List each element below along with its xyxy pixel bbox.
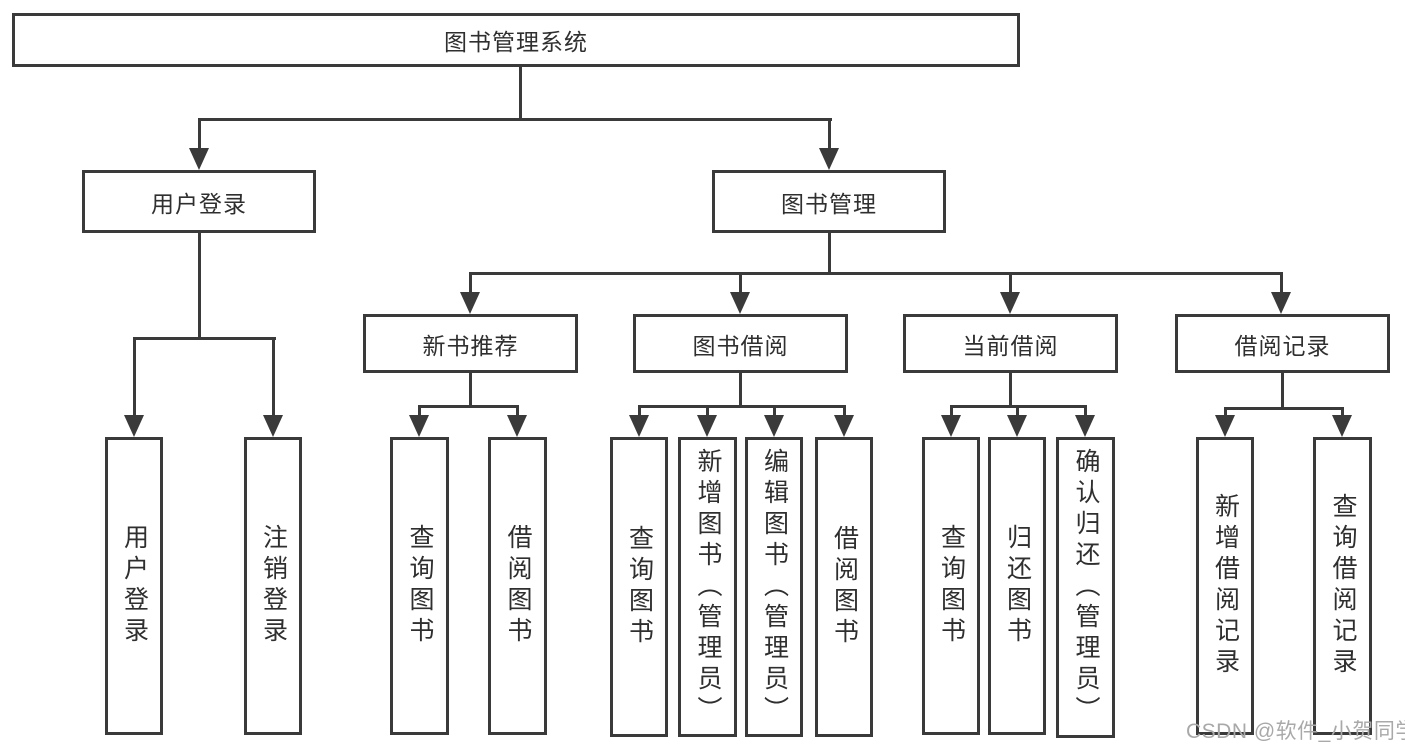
node-book-borrow-label: 图书借阅 <box>692 332 789 359</box>
arrow-down-icon <box>124 415 144 437</box>
connector-bookborrow-stub-4 <box>843 405 846 417</box>
connector-bookmgmt-vline <box>828 233 831 272</box>
arrow-down-icon <box>1271 292 1291 314</box>
connector-userlogin-stub-1 <box>133 337 136 418</box>
node-book-management-label: 图书管理 <box>781 190 877 217</box>
arrow-down-icon <box>834 415 854 437</box>
arrow-down-icon <box>1215 415 1235 437</box>
arrow-down-icon <box>764 415 784 437</box>
leaf-label: 查询图书 <box>406 524 434 648</box>
node-leaf-logout: 注销登录 <box>244 437 302 735</box>
leaf-label: 编辑图书（管理员） <box>760 447 789 727</box>
node-root-label: 图书管理系统 <box>444 29 588 55</box>
connector-bookborrow-vline <box>739 373 742 405</box>
connector-bookmgmt-stub-1 <box>469 272 472 296</box>
leaf-label: 确认归还（管理员） <box>1072 448 1100 727</box>
node-borrow-records: 借阅记录 <box>1175 314 1390 373</box>
node-leaf-return-book: 归还图书 <box>988 437 1046 735</box>
arrow-down-icon <box>189 148 209 170</box>
leaf-label: 查询借阅记录 <box>1329 493 1357 679</box>
connector-currentborrow-stub-2 <box>1016 405 1019 417</box>
node-leaf-user-login: 用户登录 <box>105 437 163 735</box>
node-user-login-label: 用户登录 <box>151 190 247 217</box>
connector-bookmgmt-stub-3 <box>1009 272 1012 296</box>
leaf-label: 借阅图书 <box>504 524 532 648</box>
arrow-down-icon <box>1000 292 1020 314</box>
leaf-label: 查询图书 <box>937 524 966 648</box>
arrow-down-icon <box>409 415 429 437</box>
node-new-book-recommend-label: 新书推荐 <box>422 332 519 359</box>
leaf-label: 用户登录 <box>120 524 149 648</box>
csdn-watermark: CSDN @软件_小贺同学 <box>1186 720 1405 743</box>
leaf-label: 新增借阅记录 <box>1211 493 1240 679</box>
connector-newbook-stub-2 <box>516 405 519 417</box>
node-leaf-query-book-2: 查询图书 <box>610 437 668 737</box>
node-book-borrow: 图书借阅 <box>633 314 848 373</box>
leaf-label: 借阅图书 <box>830 525 859 649</box>
node-leaf-query-borrow-record: 查询借阅记录 <box>1313 437 1372 735</box>
node-leaf-add-borrow-record: 新增借阅记录 <box>1196 437 1254 735</box>
arrow-down-icon <box>819 148 839 170</box>
connector-newbook-hline <box>418 405 519 408</box>
leaf-label: 注销登录 <box>259 524 288 648</box>
node-leaf-edit-book-admin: 编辑图书（管理员） <box>745 437 803 737</box>
connector-userlogin-vline <box>198 233 201 337</box>
connector-currentborrow-vline <box>1009 373 1012 405</box>
connector-bookborrow-stub-2 <box>706 405 709 417</box>
connector-bookborrow-hline <box>638 405 846 408</box>
arrow-down-icon <box>263 415 283 437</box>
connector-borrowrecords-hline <box>1224 407 1344 410</box>
node-new-book-recommend: 新书推荐 <box>363 314 578 373</box>
node-borrow-records-label: 借阅记录 <box>1234 332 1331 359</box>
arrow-down-icon <box>507 415 527 437</box>
connector-userlogin-hline <box>133 337 276 340</box>
node-user-login: 用户登录 <box>82 170 316 233</box>
arrow-down-icon <box>1332 415 1352 437</box>
arrow-down-icon <box>1075 415 1095 437</box>
node-leaf-borrow-book-2: 借阅图书 <box>815 437 873 737</box>
node-current-borrow: 当前借阅 <box>903 314 1118 373</box>
connector-newbook-stub-1 <box>418 405 421 417</box>
connector-borrowrecords-vline <box>1281 373 1284 409</box>
connector-root-vline <box>519 67 522 118</box>
connector-root-stub-right <box>828 118 831 152</box>
connector-userlogin-stub-2 <box>272 337 275 418</box>
arrow-down-icon <box>697 415 717 437</box>
connector-bookborrow-stub-3 <box>773 405 776 417</box>
arrow-down-icon <box>941 415 961 437</box>
connector-bookmgmt-stub-4 <box>1280 272 1283 296</box>
node-book-management: 图书管理 <box>712 170 946 233</box>
connector-borrowrecords-stub-1 <box>1224 407 1227 417</box>
leaf-label: 查询图书 <box>625 525 654 649</box>
leaf-label: 新增图书（管理员） <box>694 447 722 727</box>
node-leaf-confirm-return-admin: 确认归还（管理员） <box>1056 437 1115 738</box>
connector-borrowrecords-stub-2 <box>1341 407 1344 417</box>
connector-currentborrow-stub-3 <box>1084 405 1087 417</box>
connector-currentborrow-stub-1 <box>950 405 953 417</box>
connector-bookmgmt-hline <box>469 272 1283 275</box>
node-current-borrow-label: 当前借阅 <box>962 332 1059 359</box>
node-leaf-query-book-1: 查询图书 <box>390 437 449 735</box>
arrow-down-icon <box>1007 415 1027 437</box>
node-leaf-query-book-3: 查询图书 <box>922 437 980 735</box>
arrow-down-icon <box>730 292 750 314</box>
node-leaf-add-book-admin: 新增图书（管理员） <box>678 437 737 737</box>
connector-bookborrow-stub-1 <box>638 405 641 417</box>
arrow-down-icon <box>460 292 480 314</box>
node-leaf-borrow-book-1: 借阅图书 <box>488 437 547 735</box>
node-root: 图书管理系统 <box>12 13 1020 67</box>
arrow-down-icon <box>629 415 649 437</box>
connector-root-hline <box>198 118 832 121</box>
connector-newbook-vline <box>469 373 472 405</box>
connector-bookmgmt-stub-2 <box>739 272 742 296</box>
connector-root-stub-left <box>198 118 201 152</box>
leaf-label: 归还图书 <box>1003 524 1032 648</box>
